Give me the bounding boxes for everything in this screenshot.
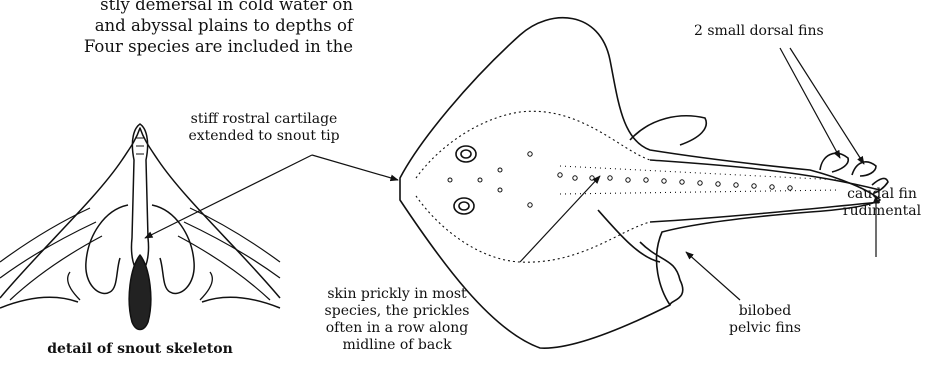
label-pelvic-line-2: pelvic fins	[716, 320, 814, 337]
pointer-lines	[145, 48, 876, 300]
label-skin-line-4: midline of back	[308, 337, 486, 354]
prickles	[448, 152, 792, 207]
label-rostral: stiff rostral cartilage extended to snou…	[178, 111, 350, 145]
label-skin-line-1: skin prickly in most	[308, 286, 486, 303]
label-pelvic-line-1: bilobed	[716, 303, 814, 320]
snout-skeleton-detail	[0, 124, 280, 330]
label-pelvic: bilobed pelvic fins	[716, 303, 814, 337]
pointer-rostral-detail	[145, 155, 312, 238]
label-skin-line-2: species, the prickles	[308, 303, 486, 320]
eye-left-upper	[456, 146, 476, 162]
label-caudal-line-2: rudimental	[838, 203, 926, 220]
eye-left-lower	[454, 198, 474, 214]
inner-body-outline	[416, 111, 650, 262]
pelvic-fin-lower	[640, 242, 683, 305]
label-rostral-line-2: extended to snout tip	[178, 128, 350, 145]
label-skin: skin prickly in most species, the prickl…	[308, 286, 486, 354]
fontanelle	[129, 255, 151, 330]
dorsal-fin-1	[820, 153, 848, 172]
pointer-pelvic	[686, 252, 740, 300]
pointer-dorsal-1	[780, 48, 840, 158]
label-caudal-line-1: caudal fin	[838, 186, 926, 203]
caption-snout-detail: detail of snout skeleton	[44, 341, 236, 358]
pointer-rostral	[312, 155, 398, 180]
label-dorsal-fins: 2 small dorsal fins	[694, 23, 824, 40]
pelvic-fin-upper	[630, 116, 706, 145]
pointer-dorsal-2	[790, 48, 864, 164]
rostral-cartilage	[131, 124, 148, 275]
label-caudal: caudal fin rudimental	[838, 186, 926, 220]
label-skin-line-3: often in a row along	[308, 320, 486, 337]
label-rostral-line-1: stiff rostral cartilage	[178, 111, 350, 128]
